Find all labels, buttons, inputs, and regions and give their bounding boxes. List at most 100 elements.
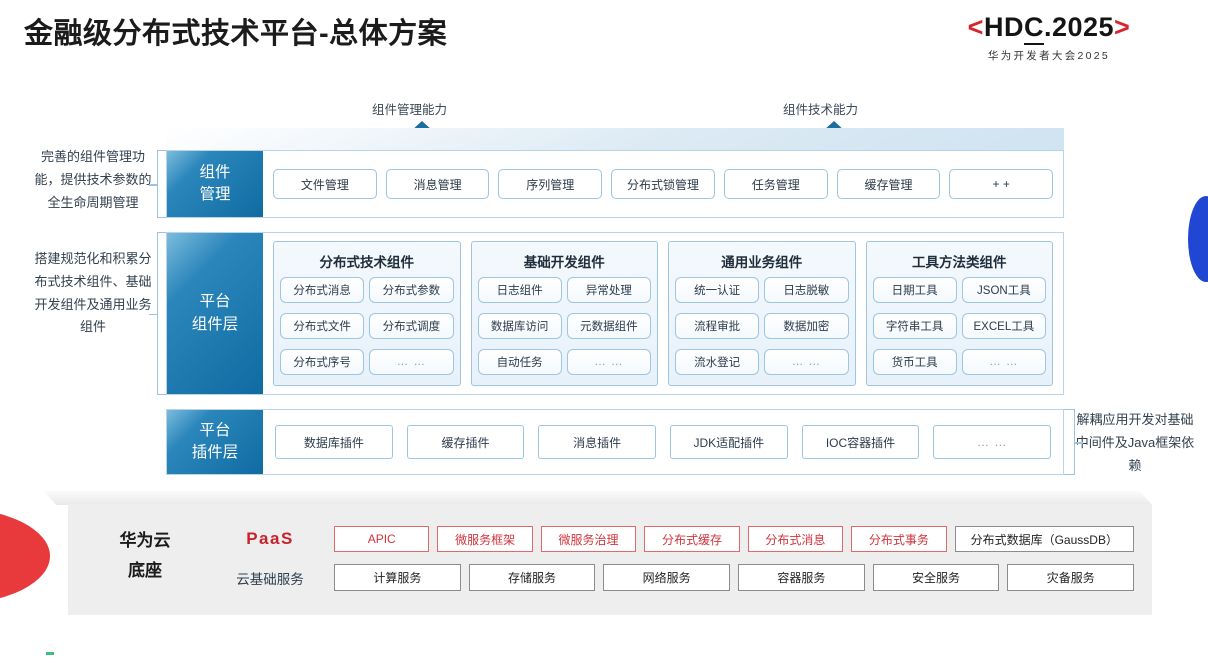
group-tool-method-components: 工具方法类组件 日期工具 JSON工具 字符串工具 EXCEL工具 货币工具 ……: [865, 241, 1053, 386]
bchip-distributed-transaction[interactable]: 分布式事务: [851, 526, 947, 552]
base-panel-inner: 华为云 底座 PaaS APIC 微服务框架 微服务治理 分布式缓存 分布式消息…: [68, 504, 1152, 615]
chip-date-tool[interactable]: 日期工具: [872, 277, 957, 303]
side-note-component: 搭建规范化和积累分布式技术组件、基础开发组件及通用业务组件: [34, 251, 152, 335]
arrow-label-technical-capability: 组件技术能力: [783, 103, 859, 117]
layer-body-component-management: 文件管理 消息管理 序列管理 分布式锁管理 任务管理 缓存管理 + +: [263, 151, 1063, 217]
chip-excel-tool[interactable]: EXCEL工具: [961, 313, 1046, 339]
green-marker-decoration: [46, 652, 54, 655]
chip-more-dots[interactable]: … …: [369, 349, 454, 375]
hdc-year: .2025: [1043, 12, 1115, 42]
bchip-apic[interactable]: APIC: [334, 526, 430, 552]
chip-process-approval[interactable]: 流程审批: [675, 313, 760, 339]
bchip-disaster-recovery-service[interactable]: 灾备服务: [1007, 564, 1135, 591]
chip-data-encryption[interactable]: 数据加密: [764, 313, 849, 339]
layer-label-line2: 管理: [199, 186, 231, 203]
base-title-line1: 华为云: [119, 531, 171, 550]
chip-automatic-task[interactable]: 自动任务: [477, 349, 562, 375]
chip-exception-handling[interactable]: 异常处理: [566, 277, 651, 303]
layer-body-platform-component: 分布式技术组件 分布式消息 分布式参数 分布式文件 分布式调度 分布式序号 … …: [263, 233, 1063, 394]
bracket-tick: [1074, 442, 1083, 444]
group-title: 工具方法类组件: [912, 255, 1007, 270]
base-label-cloud-basic-services: 云基础服务: [236, 571, 304, 587]
chip-file-management[interactable]: 文件管理: [273, 169, 377, 199]
chip-message-plugin[interactable]: 消息插件: [538, 425, 657, 459]
group-grid: 分布式消息 分布式参数 分布式文件 分布式调度 分布式序号 … …: [280, 277, 454, 380]
bchip-storage-service[interactable]: 存储服务: [468, 564, 596, 591]
chip-log-desensitization[interactable]: 日志脱敏: [764, 277, 849, 303]
chip-cache-plugin[interactable]: 缓存插件: [406, 425, 525, 459]
chip-database-access[interactable]: 数据库访问: [477, 313, 562, 339]
base-label-paas: PaaS: [246, 529, 294, 548]
chip-distributed-file[interactable]: 分布式文件: [280, 313, 365, 339]
group-basic-development-components: 基础开发组件 日志组件 异常处理 数据库访问 元数据组件 自动任务 … …: [470, 241, 658, 386]
chip-sequence-management[interactable]: 序列管理: [498, 169, 603, 199]
chip-more-dots[interactable]: … …: [933, 425, 1052, 459]
base-row-cloud-services: 云基础服务 计算服务 存储服务 网络服务 容器服务 安全服务 灾备服务: [214, 564, 1135, 591]
chip-transaction-registration[interactable]: 流水登记: [675, 349, 760, 375]
base-panel-bevel: [43, 491, 1153, 505]
base-row-paas: PaaS APIC 微服务框架 微服务治理 分布式缓存 分布式消息 分布式事务 …: [214, 526, 1135, 552]
chip-more-dots[interactable]: … …: [566, 349, 651, 375]
chip-distributed-sequence[interactable]: 分布式序号: [280, 349, 365, 375]
hdc-letter-d: D: [1003, 12, 1024, 42]
group-title: 基础开发组件: [523, 255, 605, 270]
bracket-tick: [149, 313, 158, 315]
chip-metadata-component[interactable]: 元数据组件: [566, 313, 651, 339]
bchip-distributed-message[interactable]: 分布式消息: [747, 526, 844, 552]
base-title-line2: 底座: [128, 560, 162, 580]
diagram-top-sheen: [166, 128, 1064, 152]
bchip-network-service[interactable]: 网络服务: [603, 564, 731, 591]
chip-distributed-lock-management[interactable]: 分布式锁管理: [611, 169, 715, 199]
layer-platform-component: 平台 组件层 分布式技术组件 分布式消息 分布式参数 分布式文件 分布式调度 分…: [166, 232, 1064, 395]
chip-add-more[interactable]: + +: [949, 169, 1054, 199]
arrow-label-management-capability: 组件管理能力: [372, 103, 448, 117]
layer-label-line2: 插件层: [191, 444, 239, 461]
chip-message-management[interactable]: 消息管理: [385, 169, 490, 199]
bchip-microservice-governance[interactable]: 微服务治理: [540, 526, 637, 552]
layer-body-platform-plugin: 数据库插件 缓存插件 消息插件 JDK适配插件 IOC容器插件 … …: [263, 410, 1063, 474]
chip-cache-management[interactable]: 缓存管理: [836, 169, 941, 199]
chip-ioc-container-plugin[interactable]: IOC容器插件: [801, 425, 920, 459]
bchip-security-service[interactable]: 安全服务: [872, 564, 1000, 591]
side-note-management: 完善的组件管理功能，提供技术参数的全生命周期管理: [34, 149, 152, 210]
chip-jdk-adapter-plugin[interactable]: JDK适配插件: [670, 425, 788, 459]
side-note-plugin: 解耦应用开发对基础中间件及Java框架依赖: [1075, 412, 1195, 473]
hdc-bracket-right-icon: >: [1114, 12, 1131, 42]
layer-label-line2: 组件层: [191, 315, 239, 333]
chip-currency-tool[interactable]: 货币工具: [872, 349, 957, 375]
chip-string-tool[interactable]: 字符串工具: [872, 313, 957, 339]
group-grid: 日志组件 异常处理 数据库访问 元数据组件 自动任务 … …: [477, 277, 651, 380]
chip-database-plugin[interactable]: 数据库插件: [275, 425, 393, 459]
layer-platform-plugin: 平台 插件层 数据库插件 缓存插件 消息插件 JDK适配插件 IOC容器插件 ……: [166, 409, 1064, 475]
chip-distributed-message[interactable]: 分布式消息: [280, 277, 365, 303]
chip-more-dots[interactable]: … …: [961, 349, 1046, 375]
group-grid: 日期工具 JSON工具 字符串工具 EXCEL工具 货币工具 … …: [872, 277, 1046, 380]
hdc-letter-h: H: [983, 12, 1004, 42]
chip-more-dots[interactable]: … …: [764, 349, 849, 375]
chip-distributed-scheduling[interactable]: 分布式调度: [369, 313, 454, 339]
chip-task-management[interactable]: 任务管理: [723, 169, 828, 199]
chip-distributed-parameter[interactable]: 分布式参数: [369, 277, 454, 303]
layer-label-line1: 平台: [199, 421, 231, 439]
layer-label-line1: 组件: [199, 163, 231, 181]
layer-label-component-management: 组件 管理: [167, 151, 263, 217]
hdc-bracket-left-icon: <: [967, 12, 984, 42]
base-panel-huawei-cloud: 华为云 底座 PaaS APIC 微服务框架 微服务治理 分布式缓存 分布式消息…: [68, 504, 1152, 615]
hdc-letter-c: C: [1023, 12, 1044, 45]
group-distributed-technical-components: 分布式技术组件 分布式消息 分布式参数 分布式文件 分布式调度 分布式序号 … …: [273, 241, 461, 386]
right-blue-lens-decoration: [1188, 196, 1208, 282]
hdc-logo-subtitle: 华为开发者大会2025: [987, 50, 1111, 62]
bchip-distributed-cache[interactable]: 分布式缓存: [644, 526, 740, 552]
layer-label-platform-component: 平台 组件层: [167, 233, 263, 394]
chip-unified-authentication[interactable]: 统一认证: [675, 277, 760, 303]
chip-log-component[interactable]: 日志组件: [477, 277, 562, 303]
bchip-microservice-framework[interactable]: 微服务框架: [437, 526, 533, 552]
group-title: 通用业务组件: [721, 255, 803, 270]
chip-json-tool[interactable]: JSON工具: [961, 277, 1046, 303]
bchip-compute-service[interactable]: 计算服务: [334, 564, 461, 591]
group-common-business-components: 通用业务组件 统一认证 日志脱敏 流程审批 数据加密 流水登记 … …: [668, 241, 856, 386]
bchip-distributed-database-gaussdb[interactable]: 分布式数据库（GaussDB）: [954, 526, 1135, 552]
bracket-component: [149, 232, 168, 395]
bracket-tick: [149, 184, 158, 186]
bchip-container-service[interactable]: 容器服务: [738, 564, 865, 591]
